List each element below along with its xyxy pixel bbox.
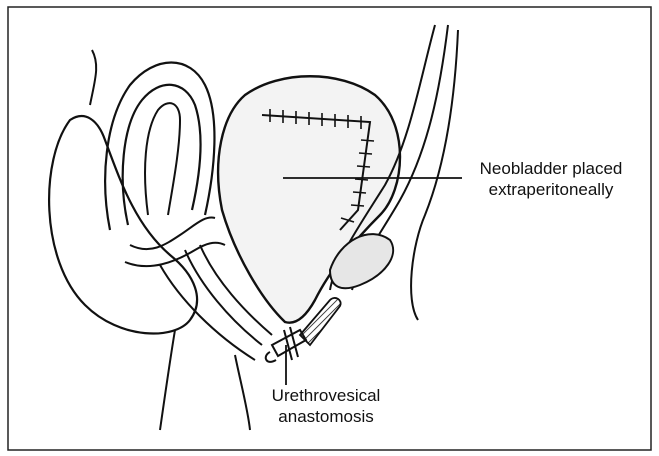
neobladder-label: Neobladder placed extraperitoneally [456,158,646,200]
rectum-wall [411,30,458,320]
fold-line-2 [125,243,225,266]
neobladder-label-line1: Neobladder placed [456,158,646,179]
anastomosis-label-line1: Urethrovesical [246,385,406,406]
body-wall-line [90,50,96,105]
uterus-cavity [145,103,180,215]
uterus-outer-loop [105,63,214,231]
anastomosis-label: Urethrovesical anastomosis [246,385,406,427]
pubic-bone-outline [49,116,197,333]
perineum-line [160,330,175,430]
neobladder-label-line2: extraperitoneally [456,179,646,200]
urethra-wall [160,265,255,360]
anastomosis-label-line2: anastomosis [246,406,406,427]
